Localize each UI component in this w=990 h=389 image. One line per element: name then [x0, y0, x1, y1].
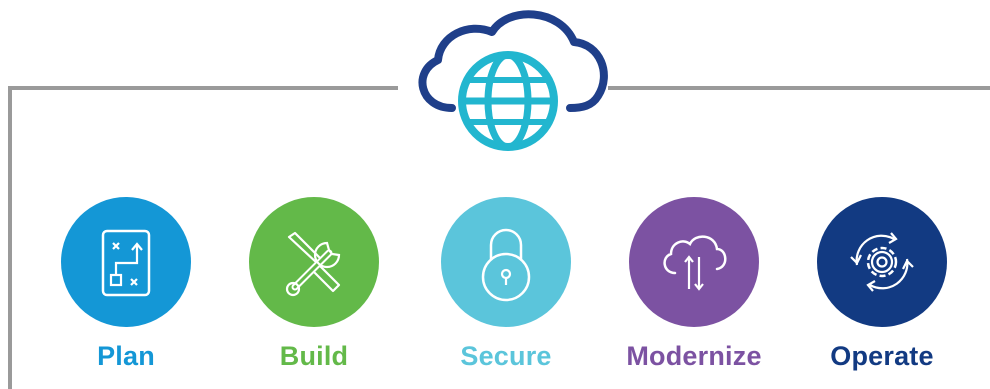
frame-line-left — [8, 86, 398, 389]
modernize-circle — [629, 197, 759, 327]
operate-circle — [817, 197, 947, 327]
step-secure: Secure — [431, 197, 581, 377]
secure-circle — [441, 197, 571, 327]
padlock-icon — [481, 228, 531, 302]
step-operate: Operate — [807, 197, 957, 377]
cloud-transfer-icon — [663, 235, 727, 291]
step-label-operate: Operate — [830, 341, 934, 371]
step-modernize: Modernize — [619, 197, 769, 377]
map-route-icon — [101, 229, 151, 297]
step-plan: Plan — [51, 197, 201, 377]
wrench-screwdriver-icon — [285, 231, 341, 297]
step-label-build: Build — [279, 341, 349, 371]
step-label-secure: Secure — [460, 341, 552, 371]
build-circle — [249, 197, 379, 327]
gear-cycle-icon — [850, 232, 914, 292]
step-label-plan: Plan — [97, 341, 155, 371]
step-label-modernize: Modernize — [626, 341, 762, 371]
plan-circle — [61, 197, 191, 327]
step-build: Build — [239, 197, 389, 377]
cloud-globe-icon — [418, 10, 608, 151]
